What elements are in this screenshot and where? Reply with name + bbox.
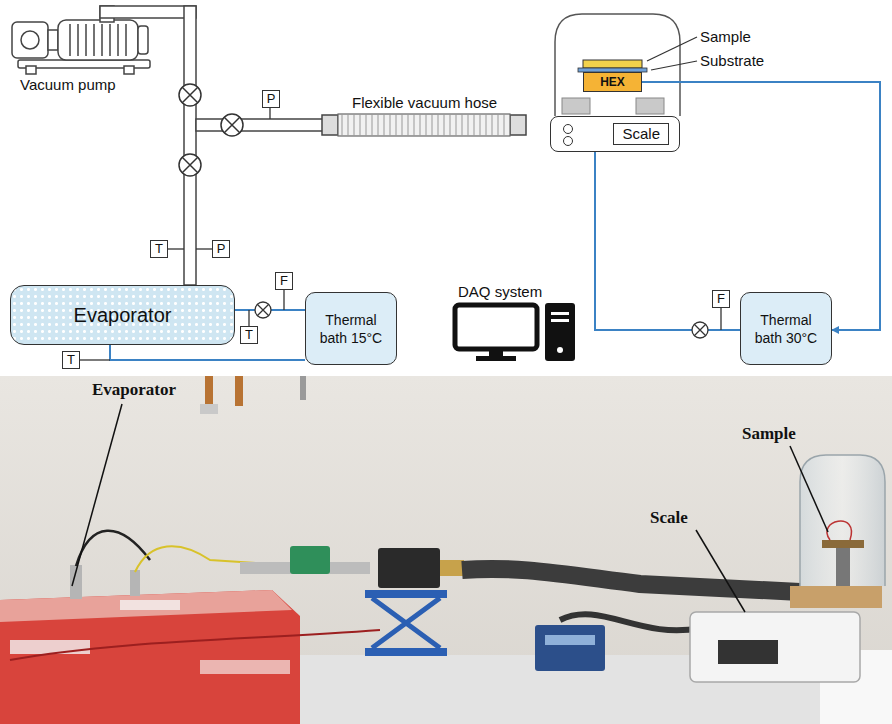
thermal-bath: Thermal bath 15°C <box>305 292 397 365</box>
sensor-stem <box>168 108 270 249</box>
flow-sensor: F <box>275 272 293 290</box>
photo-label: Evaporator <box>92 380 176 400</box>
scale-box: Scale <box>550 116 680 152</box>
node-text: Scale <box>613 123 669 145</box>
heat-exchanger: HEX <box>583 72 642 92</box>
node-text: P <box>217 241 226 257</box>
water-line <box>110 345 305 360</box>
component-label: Flexible vacuum hose <box>352 94 497 112</box>
temperature-sensor: T <box>150 240 168 258</box>
node-text: T <box>245 327 253 343</box>
node-text: HEX <box>600 74 625 90</box>
node-text: T <box>155 241 163 257</box>
evaporator-box: Evaporator <box>10 285 235 345</box>
water-line <box>595 152 740 330</box>
node-text: F <box>280 273 288 289</box>
daq-computer <box>455 303 575 361</box>
pressure-sensor: P <box>262 90 280 108</box>
temperature-sensor: T <box>62 351 80 369</box>
photo-label: Scale <box>650 508 688 528</box>
bell-jar <box>555 14 697 116</box>
scale-knob <box>563 124 573 134</box>
vacuum-pump <box>12 20 150 74</box>
component-label: DAQ system <box>458 283 542 301</box>
node-text: Evaporator <box>74 304 172 327</box>
scale-knob <box>563 136 573 146</box>
node-text: P <box>267 91 276 107</box>
flow-sensor: F <box>712 290 730 308</box>
thermal-bath: Thermal bath 30°C <box>740 292 832 365</box>
lab-photo <box>0 376 892 724</box>
component-label: Sample <box>700 28 751 46</box>
photo-label: Sample <box>742 424 796 444</box>
node-text: T <box>67 352 75 368</box>
node-text: Thermal bath 30°C <box>745 311 827 347</box>
pressure-sensor: P <box>212 240 230 258</box>
node-text: F <box>717 291 725 307</box>
node-text: Thermal bath 15°C <box>310 311 392 347</box>
flexible-hose <box>338 114 510 136</box>
vacuum-valve <box>179 84 243 176</box>
vacuum-pipe <box>100 6 526 285</box>
component-label: Vacuum pump <box>20 76 116 94</box>
temperature-sensor: T <box>240 326 258 344</box>
component-label: Substrate <box>700 52 764 70</box>
